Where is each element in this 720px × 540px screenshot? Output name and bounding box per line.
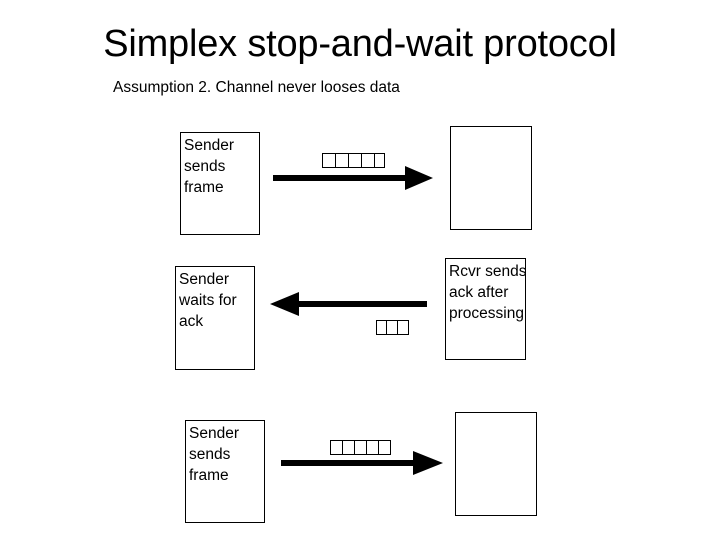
receiver-box-row-2-line-2: ack after: [449, 284, 509, 301]
packet-cell: [367, 441, 379, 454]
receiver-box-row-2-line-3: processing: [449, 305, 524, 322]
packet-cell: [387, 321, 398, 334]
assumption-subtitle: Assumption 2. Channel never looses data: [113, 79, 400, 96]
sender-box-row-2-line-1: Sender: [179, 271, 229, 288]
sender-box-row-3-label: Sender sends frame: [189, 423, 239, 486]
sender-box-row-2[interactable]: Sender waits for ack: [175, 266, 255, 370]
receiver-box-row-2[interactable]: Rcvr sends ack after processing: [445, 258, 527, 360]
packet-cell: [379, 441, 387, 454]
sender-box-row-1-line-1: Sender: [184, 137, 234, 154]
receiver-box-row-2-line-1: Rcvr sends: [449, 263, 527, 280]
page-title: Simplex stop-and-wait protocol: [103, 23, 617, 65]
sender-box-row-1-label: Sender sends frame: [184, 135, 234, 198]
arrow-left-icon-row-2: [270, 292, 427, 316]
sender-box-row-2-line-2: waits for: [179, 292, 237, 309]
sender-box-row-1[interactable]: Sender sends frame: [180, 132, 260, 235]
sender-box-row-2-label: Sender waits for ack: [179, 269, 237, 332]
sender-box-row-3-line-3: frame: [189, 467, 229, 484]
sender-box-row-2-line-3: ack: [179, 313, 204, 330]
packet-cell: [343, 441, 355, 454]
packet-cell: [377, 321, 388, 334]
receiver-box-row-1[interactable]: [450, 126, 532, 230]
data-frame-arrow-row-1: [271, 162, 435, 194]
ack-frame-packet-row-2: [376, 320, 409, 335]
packet-cell: [355, 441, 367, 454]
sender-box-row-3-line-2: sends: [189, 446, 231, 463]
sender-box-row-1-line-3: frame: [184, 179, 224, 196]
packet-cell: [362, 154, 375, 167]
arrow-right-icon-row-3: [281, 451, 443, 475]
packet-cell: [323, 154, 336, 167]
receiver-box-row-2-label: Rcvr sends ack after processing: [449, 261, 527, 324]
data-frame-packet-row-3: [330, 440, 391, 455]
packet-cell: [331, 441, 343, 454]
receiver-box-row-3[interactable]: [455, 412, 537, 516]
packet-cell: [336, 154, 349, 167]
packet-cell: [349, 154, 362, 167]
ack-frame-arrow-row-2: [267, 288, 429, 320]
sender-box-row-3[interactable]: Sender sends frame: [185, 420, 265, 523]
packet-cell: [398, 321, 408, 334]
packet-cell: [375, 154, 383, 167]
arrow-right-icon-row-1: [273, 166, 433, 190]
sender-box-row-3-line-1: Sender: [189, 425, 239, 442]
data-frame-packet-row-1: [322, 153, 385, 168]
sender-box-row-1-line-2: sends: [184, 158, 226, 175]
data-frame-arrow-row-3: [279, 447, 446, 479]
